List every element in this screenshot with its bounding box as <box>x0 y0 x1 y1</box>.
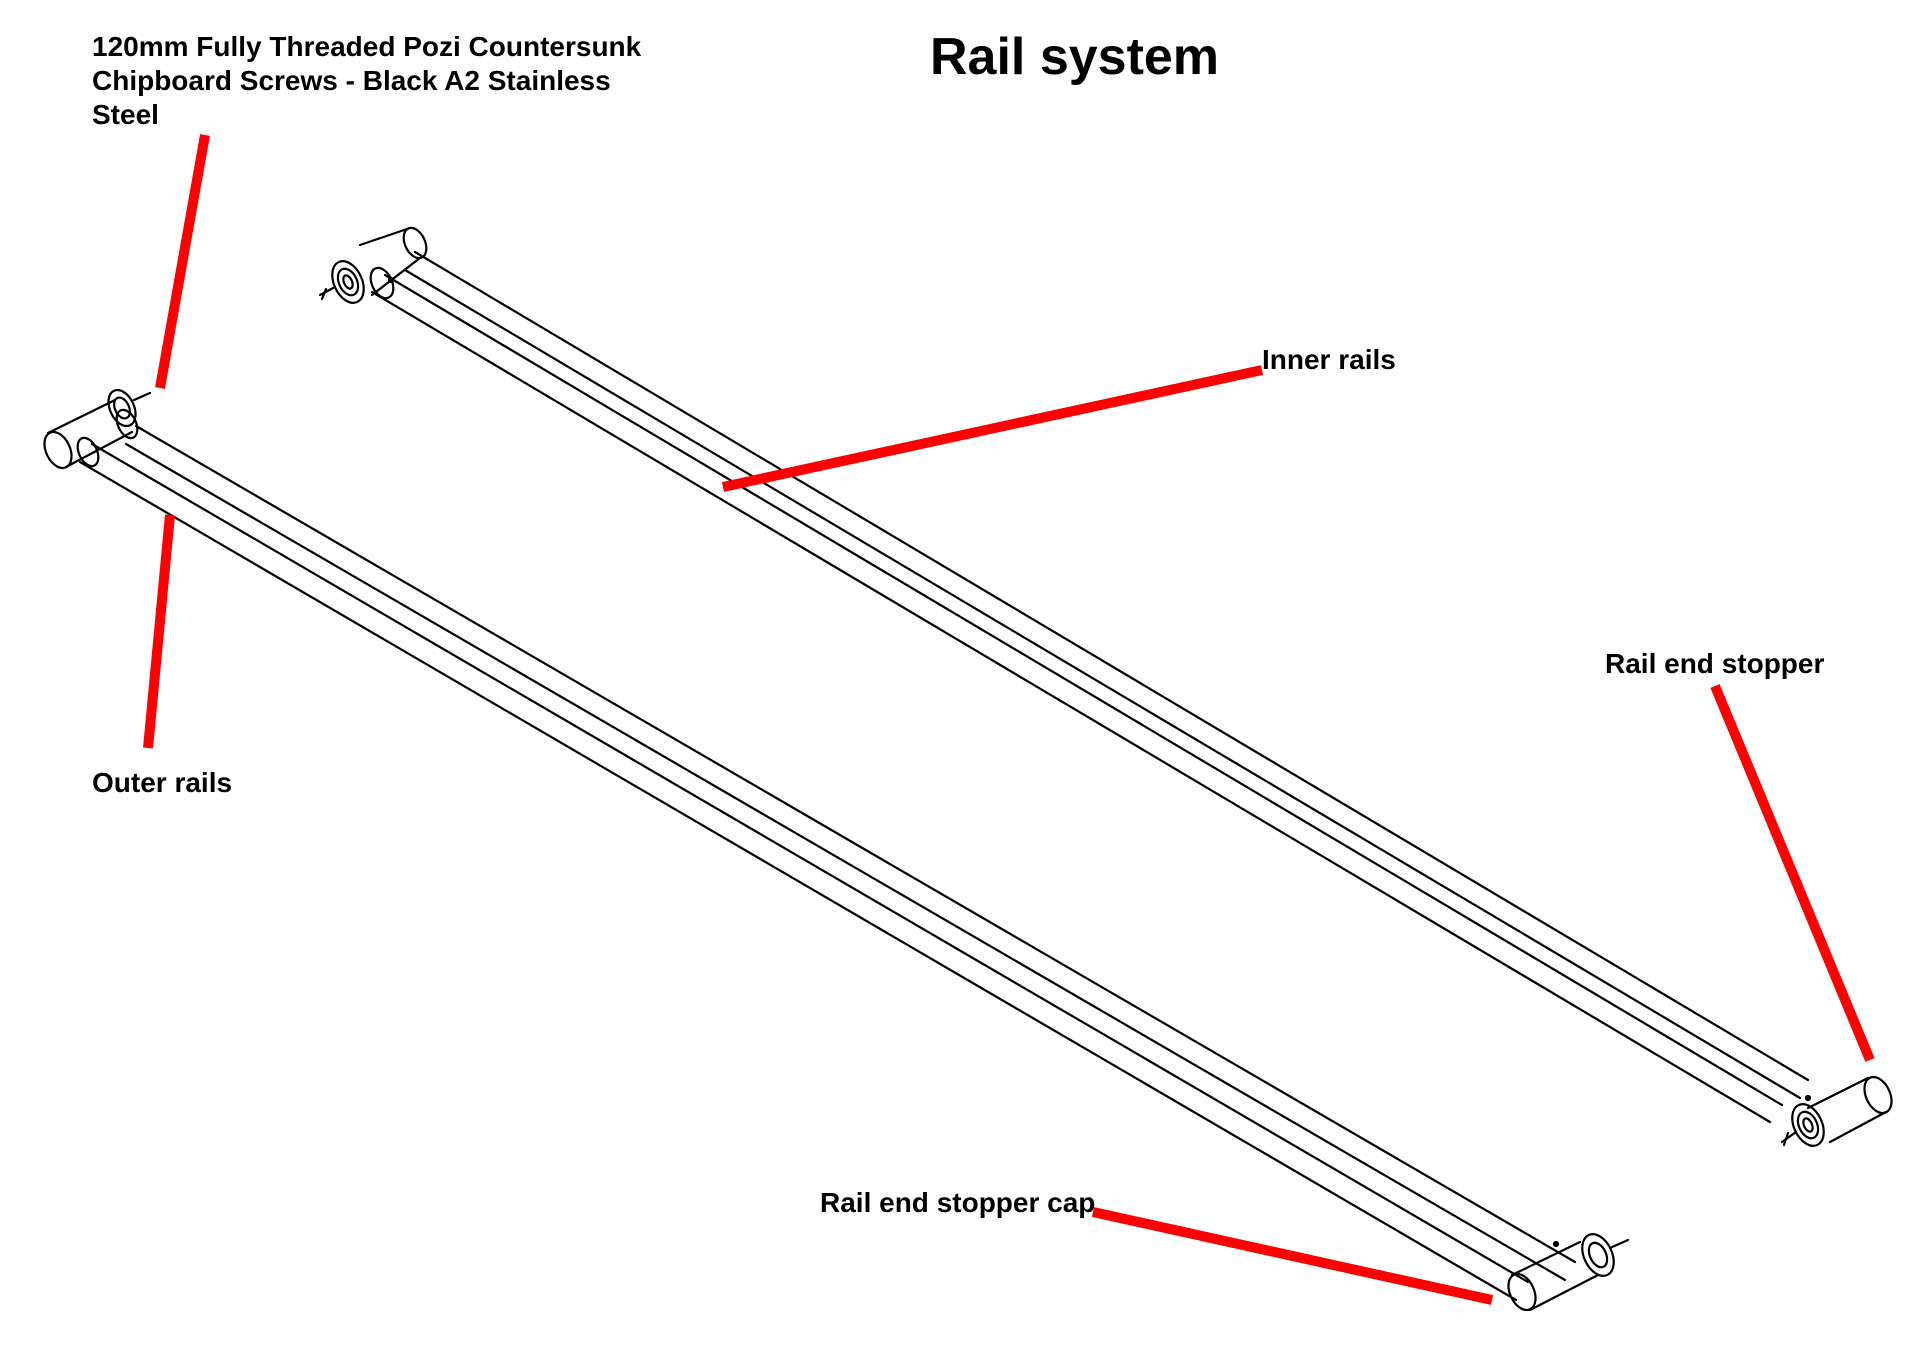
leader-rail-end-stopper <box>1710 684 1875 1062</box>
rail-end-stopper-cap <box>1507 1240 1600 1312</box>
label-inner-rails: Inner rails <box>1262 344 1396 375</box>
leader-inner-rails <box>721 365 1264 492</box>
outer-rail-end-top-left <box>43 398 139 470</box>
outer-rails <box>78 424 1577 1302</box>
label-outer-rails: Outer rails <box>92 767 233 798</box>
leader-outer-rails <box>143 514 175 749</box>
inner-screw-bottom-right <box>1780 1103 1825 1147</box>
label-rail-end-stopper-cap: Rail end stopper cap <box>820 1187 1096 1218</box>
inner-rail-end-top-left <box>358 226 428 300</box>
outer-screw-bottom-right <box>1581 1233 1630 1277</box>
label-rail-end-stopper: Rail end stopper <box>1605 648 1825 679</box>
outer-screw-top-left <box>107 388 152 428</box>
inner-screw-top-left <box>318 260 365 304</box>
inner-rails <box>370 250 1810 1124</box>
label-screws: 120mm Fully Threaded Pozi Countersunk Ch… <box>92 31 642 130</box>
diagram-title: Rail system <box>930 28 1220 86</box>
leader-lines <box>143 134 1875 1305</box>
rail-end-stopper <box>1804 1075 1893 1144</box>
leader-screws <box>155 134 210 389</box>
leader-rail-end-stopper-cap <box>1091 1207 1494 1305</box>
